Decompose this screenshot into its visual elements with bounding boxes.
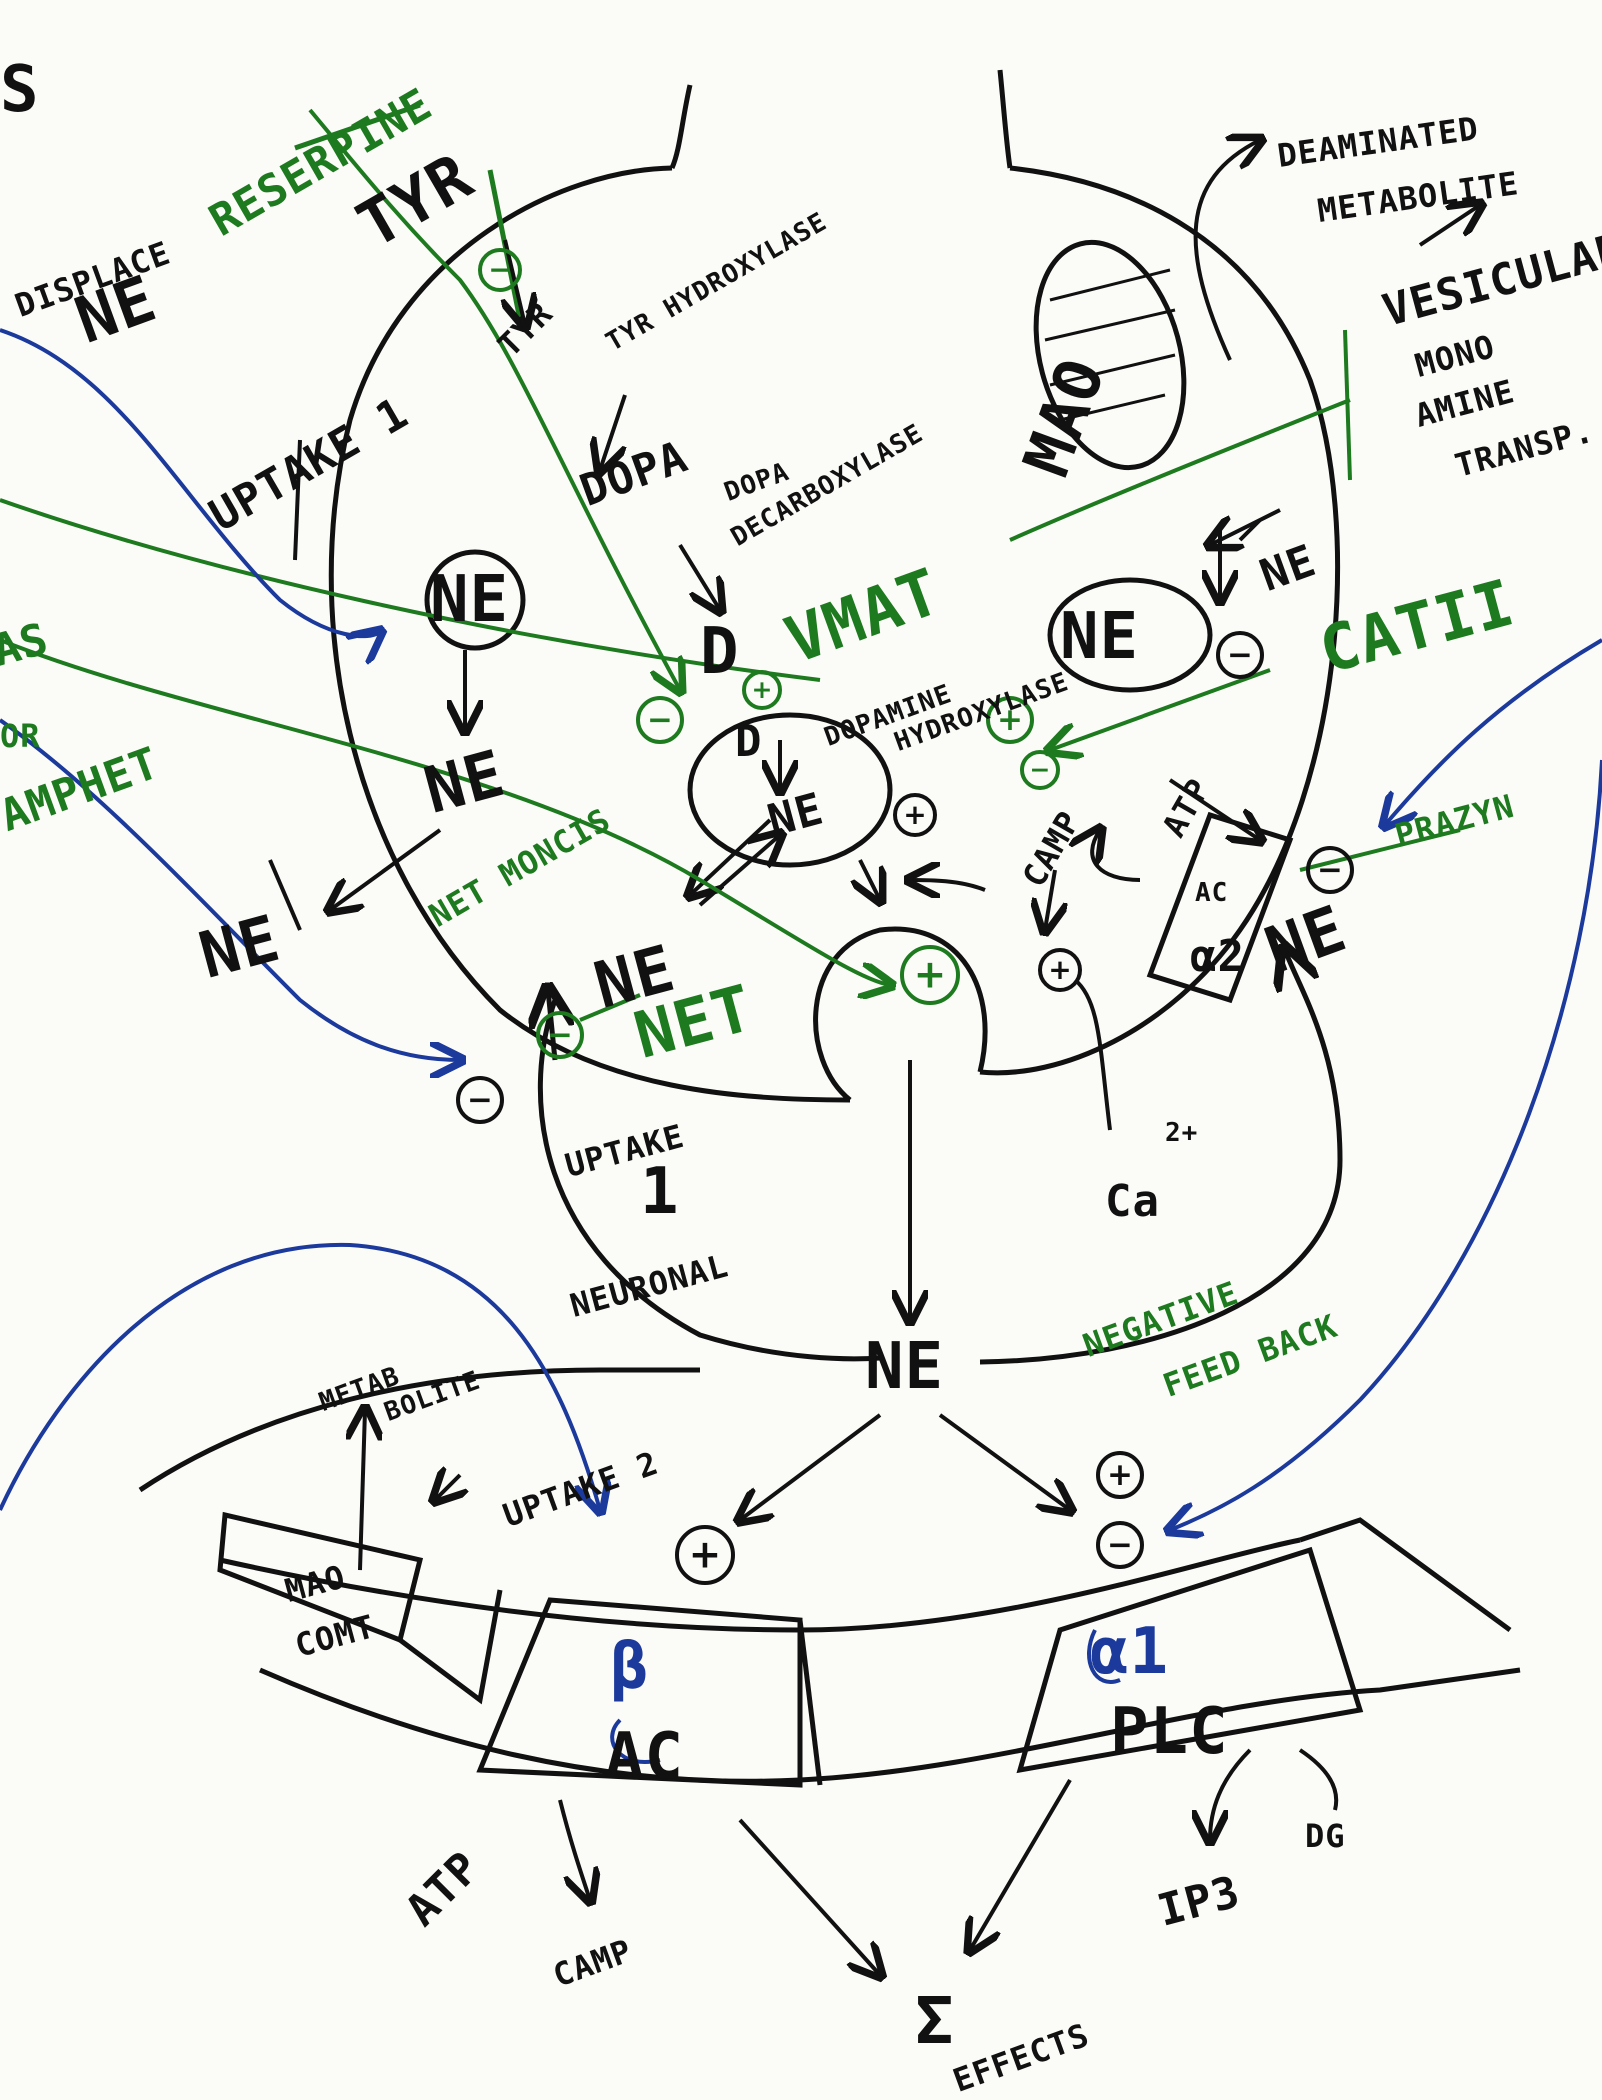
ne-cleft-label: NE <box>865 1330 945 1404</box>
axon-right-wall <box>997 69 1013 169</box>
beta-box <box>476 1597 803 1788</box>
blue-line-amphet <box>0 718 460 1060</box>
cat2-minus: − <box>1020 750 1060 790</box>
ac-presynaptic-label: AC <box>1195 878 1229 908</box>
svg-text:+: + <box>903 798 926 831</box>
alpha1-plus: + <box>1096 1451 1144 1499</box>
feedback-loop <box>979 950 1343 1365</box>
net-block-minus: − <box>536 1011 584 1059</box>
edge-letter-s: S <box>0 53 40 127</box>
svg-text:−: − <box>547 1017 573 1053</box>
beta-plus: + <box>675 1525 735 1585</box>
alpha1-minus: − <box>1096 1521 1144 1569</box>
reserpine-block-sign: − <box>478 248 522 292</box>
mao-organelle <box>1033 239 1187 471</box>
calcium-label: Ca <box>1105 1176 1160 1227</box>
dbh-plus: + <box>742 670 782 710</box>
ne-storage-label: NE <box>1060 600 1140 674</box>
ne-left-out-label: NE <box>192 901 288 994</box>
svg-text:+: + <box>1107 1457 1133 1493</box>
ne-uptake-circle-label: NE <box>430 563 510 637</box>
ac-postsynaptic-label: AC <box>605 1720 685 1794</box>
svg-text:+: + <box>689 1533 722 1578</box>
svg-text:+: + <box>997 702 1023 738</box>
svg-text:+: + <box>914 953 947 998</box>
dopamine-uptake-minus: − <box>636 696 684 744</box>
svg-text:+: + <box>1048 953 1071 986</box>
calcium-charge-label: 2+ <box>1165 1118 1199 1148</box>
camp-plus: + <box>1038 948 1082 992</box>
alpha1-receptor-label: α1 <box>1090 1615 1170 1689</box>
dopamine-outside-label: D <box>700 615 740 689</box>
dg-label: DG <box>1305 1817 1346 1855</box>
svg-text:−: − <box>1030 755 1051 784</box>
svg-text:−: − <box>1227 637 1253 673</box>
amphet-line-1 <box>0 498 821 682</box>
beta-receptor-label: β <box>610 1630 650 1704</box>
amphet-line-2 <box>0 638 890 985</box>
release-plus: + <box>893 793 937 837</box>
ne-below-circle-label: NE <box>417 736 513 829</box>
sigma-label: Σ <box>915 1985 955 2059</box>
blue-line-cat2 <box>1385 638 1602 825</box>
postsynaptic-membrane-bottom <box>258 1667 1521 1784</box>
svg-text:+: + <box>752 675 773 704</box>
release-site-plus: + <box>900 945 960 1005</box>
left-or-label: OR <box>0 717 41 755</box>
blue-line-prazosin <box>1170 759 1602 1530</box>
svg-text:−: − <box>1317 852 1343 888</box>
svg-text:−: − <box>647 702 673 738</box>
ne-uptake-circle <box>424 549 526 651</box>
svg-text:−: − <box>1107 1527 1133 1563</box>
terminal-membrane <box>328 165 1341 1103</box>
plc-label: PLC <box>1110 1695 1229 1769</box>
uptake1-neuronal-label-2: 1 <box>640 1155 680 1229</box>
cat2-plus: + <box>986 696 1034 744</box>
vesicle-storage <box>1047 577 1213 693</box>
uptake-minus: − <box>456 1076 504 1124</box>
alpha2-label: α2 <box>1190 931 1245 982</box>
axon-left-wall <box>669 84 693 170</box>
svg-text:−: − <box>488 253 511 286</box>
alpha1-box <box>1016 1546 1364 1774</box>
reserpine-line <box>308 108 680 690</box>
release-site <box>813 926 988 1102</box>
blue-line-metabolite <box>0 1242 600 1510</box>
uptake1-loop <box>537 999 881 1362</box>
storage-minus: − <box>1216 631 1264 679</box>
ne-near-net-label: NE <box>587 931 683 1024</box>
blue-line-displace <box>0 328 380 636</box>
deaminated-arrow <box>1193 140 1260 361</box>
alpha2-minus: − <box>1306 846 1354 894</box>
dopamine-inside-label: D <box>735 716 763 767</box>
svg-text:−: − <box>467 1082 493 1118</box>
